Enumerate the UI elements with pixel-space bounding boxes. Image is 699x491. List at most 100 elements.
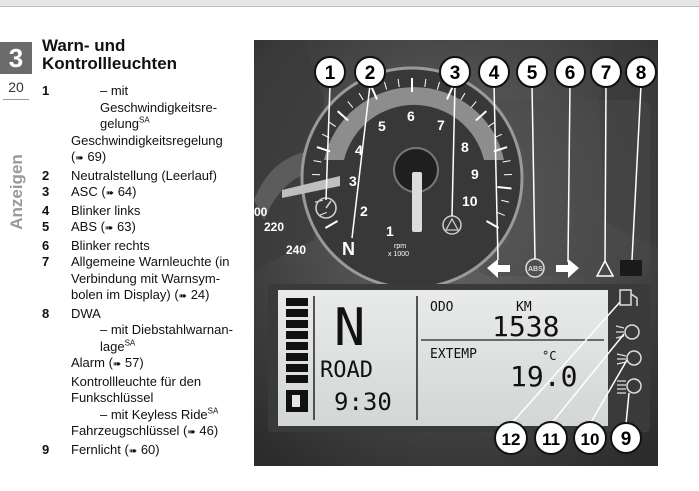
- callout-circle: [625, 56, 657, 88]
- page-reference[interactable]: (➠ 64): [101, 184, 136, 199]
- page-reference[interactable]: (➠ 46): [183, 423, 218, 438]
- legend-text: – mit Diebstahlwarnan-: [71, 322, 242, 339]
- callout-circle: [314, 56, 346, 88]
- legend-number: [42, 355, 71, 374]
- leader-line: [451, 84, 456, 217]
- arrow-icon: ➠: [112, 359, 122, 370]
- leader-line: [550, 333, 625, 425]
- tach-tick: [475, 110, 487, 122]
- legend-text-segment: (: [71, 149, 76, 164]
- high-beam-icon-rays: [617, 380, 626, 394]
- callout-circle: [554, 56, 586, 88]
- legend-text: Funkschlüssel: [71, 390, 242, 407]
- legend-text: bolen im Display) (➠ 24): [71, 287, 242, 306]
- legend-text: lageSA: [71, 339, 242, 356]
- reference-paren: ): [132, 184, 137, 199]
- legend-text: Blinker links: [71, 203, 242, 220]
- legend-number: 3: [42, 184, 50, 199]
- page-reference[interactable]: (➠ 24): [174, 287, 209, 302]
- legend-text: gelungSA: [71, 116, 242, 133]
- tachometer-numbers: 1 2 3 4 5 6 7 8 9 10: [349, 108, 479, 239]
- tach-number: 10: [462, 193, 478, 209]
- fog-light-icon: [624, 324, 640, 340]
- callout-label: 7: [601, 63, 612, 84]
- tach-tick: [313, 160, 322, 163]
- tach-number: 3: [349, 173, 357, 189]
- callout-label: 9: [621, 429, 632, 450]
- callout-label: 2: [365, 63, 376, 84]
- reference-paren: (: [101, 184, 106, 199]
- page-reference[interactable]: (➠ 60): [124, 442, 159, 457]
- tach-tick: [358, 92, 364, 101]
- legend-item-8: – mit Keyless RideSA: [42, 407, 242, 424]
- callouts: 1 2 3 4 5 6 7 8 12 11 10 9: [314, 56, 657, 455]
- legend-number: [42, 287, 71, 306]
- legend-item-8: lageSA: [42, 339, 242, 356]
- legend-number: 1: [42, 83, 50, 98]
- tach-tick: [487, 121, 496, 127]
- legend-text-segment: Kontrollleuchte für den: [71, 373, 202, 389]
- lcd-screen: [278, 290, 608, 426]
- arrow-icon: ➠: [178, 291, 188, 302]
- legend-text-segment: Geschwindigkeitsregelung: [71, 132, 223, 148]
- reference-paren: ): [155, 441, 160, 457]
- turn-signal-right-icon: [556, 259, 579, 278]
- legend-item-8: Alarm (➠ 57): [42, 355, 242, 374]
- callout-label: 3: [450, 63, 461, 84]
- superscript: SA: [207, 406, 219, 416]
- legend-number: 2: [42, 167, 50, 183]
- lcd-odo-label: ODO: [430, 300, 454, 315]
- legend-text: Geschwindigkeitsregelung: [71, 133, 242, 150]
- leader-line: [493, 84, 499, 261]
- legend-number: [42, 133, 71, 150]
- reference-page: 46: [199, 423, 214, 438]
- legend-text: Alarm (➠ 57): [71, 355, 242, 374]
- legend-number: [42, 322, 71, 339]
- legend-text: – mit Keyless RideSA: [71, 407, 242, 424]
- legend-number: [42, 271, 71, 288]
- legend-item-7: bolen im Display) (➠ 24): [42, 287, 242, 306]
- arrow-icon: ➠: [75, 153, 84, 164]
- legend-text: ABS (➠ 63): [71, 219, 242, 238]
- fuel-bar-segment: [286, 331, 308, 339]
- speed-pointer: [282, 176, 340, 198]
- title-line-1: Warn- und: [42, 36, 126, 55]
- legend-text: DWA: [71, 306, 242, 323]
- page-reference[interactable]: (➠ 63): [101, 219, 136, 234]
- reference-paren: ): [139, 355, 144, 370]
- page-reference[interactable]: ➠ 69): [75, 149, 106, 164]
- legend-text-segment: Blinker links: [71, 202, 141, 218]
- low-beam-icon: [626, 350, 642, 366]
- tach-tick: [470, 101, 477, 108]
- page-reference[interactable]: (➠ 57): [109, 355, 144, 370]
- reference-paren: ): [131, 219, 136, 234]
- arrow-icon: ➠: [187, 427, 196, 438]
- section-label: Anzeigen: [7, 154, 26, 230]
- legend-text-segment: bolen im Display): [71, 287, 175, 302]
- legend-number: 9: [42, 441, 50, 457]
- legend-text: Fernlicht (➠ 60): [71, 442, 242, 461]
- neutral-indicator: N: [342, 239, 355, 259]
- legend-text-segment: – mit Geschwindigkeitsre-: [100, 83, 218, 115]
- lcd-temp-label: EXTEMP: [430, 347, 477, 362]
- lcd-gear: N: [334, 298, 365, 358]
- reference-paren: (: [174, 287, 179, 302]
- legend-item-9: 9 Fernlicht (➠ 60): [42, 442, 242, 461]
- tach-tick: [347, 101, 354, 108]
- leader-line: [510, 301, 621, 425]
- fuel-bar-segment: [286, 298, 308, 306]
- reference-paren: (: [124, 441, 129, 457]
- legend-text-segment: gelung: [100, 116, 140, 131]
- tach-number: 5: [378, 118, 386, 134]
- legend-text: (➠ 69): [71, 149, 242, 168]
- legend-text-segment: – mit Diebstahlwarnan-: [100, 322, 233, 337]
- legend-item-8: – mit Diebstahlwarnan-: [42, 322, 242, 339]
- fuel-pump-icon: [292, 395, 300, 407]
- leader-line: [589, 359, 628, 425]
- tach-tick: [446, 86, 454, 100]
- asc-icon-triangle: [444, 217, 460, 231]
- legend-number: [42, 423, 71, 442]
